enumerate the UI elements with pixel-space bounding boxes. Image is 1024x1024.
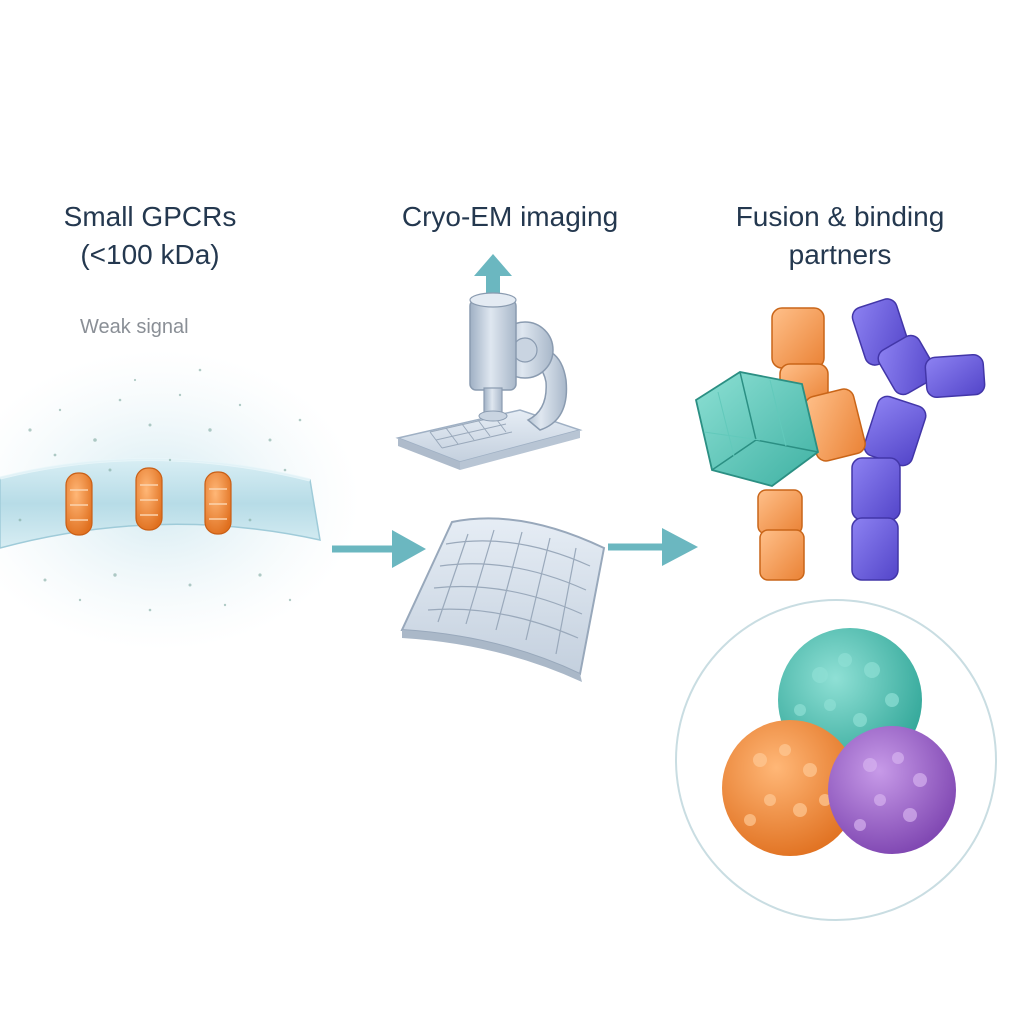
fusion-complex — [694, 298, 986, 581]
gpcr-2 — [135, 467, 163, 531]
protein-density-map — [675, 599, 997, 921]
arrow-2 — [608, 528, 698, 566]
density-violet — [828, 726, 956, 854]
arrow-1 — [332, 530, 426, 568]
em-grid-icon — [400, 517, 606, 682]
binding-partner-purple — [851, 298, 986, 581]
step-title-cryo-em: Cryo-EM imaging — [401, 201, 619, 232]
gpcr-1 — [65, 472, 93, 536]
microscope-icon — [395, 254, 583, 470]
weak-signal-note: Weak signal — [80, 316, 189, 338]
step-title-small-gpcrs: Small GPCRs (<100 kDa) — [63, 201, 237, 270]
gpcr-target-teal — [694, 371, 820, 487]
step-title-fusion-partners: Fusion & binding partners — [735, 201, 945, 270]
gpcr-3 — [204, 471, 232, 535]
membrane-with-gpcrs — [0, 350, 360, 650]
density-orange — [722, 720, 858, 856]
